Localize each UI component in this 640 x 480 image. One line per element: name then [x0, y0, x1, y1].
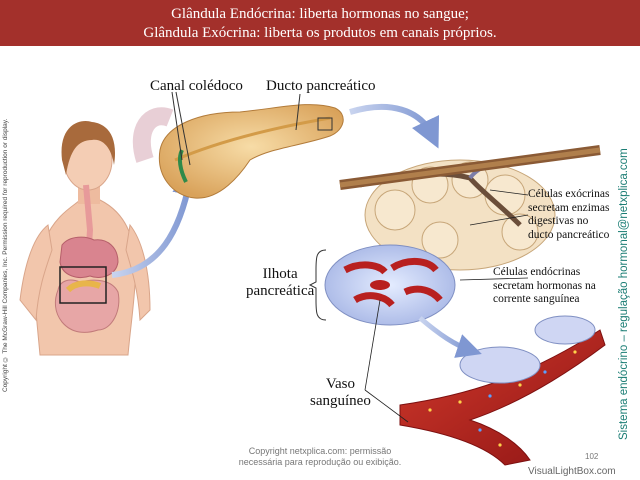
label-celulas-exocrinas-line-2: secretam enzimas [528, 201, 610, 214]
label-ilhota-line-1: Ilhota [262, 266, 298, 282]
human-figure-illustration [19, 120, 151, 356]
label-celulas-endocrinas-line-3: corrente sanguínea [493, 293, 580, 305]
title-line-2: Glândula Exócrina: liberta os produtos e… [143, 25, 497, 41]
label-canal-coledoco: Canal colédoco [150, 78, 243, 94]
footer-line-2: necessária para reprodução ou exibição. [238, 457, 402, 467]
footer-line-1: Copyright netxplica.com: permissão [248, 446, 392, 456]
blood-vessel-illustration [399, 315, 606, 466]
pancreas-illustration [158, 91, 344, 199]
islet-bracket [308, 249, 327, 321]
acinar-tissue-illustration [339, 145, 601, 271]
pancreas-to-detail-arrow [349, 103, 440, 149]
label-vaso-sanguineo: Vaso sanguíneo [310, 376, 371, 410]
label-celulas-exocrinas-line-3: digestivas no [528, 215, 589, 227]
label-ducto-pancreatico: Ducto pancreático [266, 78, 376, 94]
title-line-1: Glândula Endócrina: liberta hormonas no … [171, 6, 469, 22]
title-banner: Glândula Endócrina: liberta hormonas no … [0, 0, 640, 46]
footer-copyright: Copyright netxplica.com: permissão neces… [210, 446, 430, 468]
label-celulas-endocrinas: Células endócrinas secretam hormonas na … [493, 266, 596, 307]
watermark: VisualLightBox.com [528, 466, 616, 477]
label-ilhota-line-2: pancreática [246, 283, 315, 299]
side-credit-text: Sistema endócrino – regulação hormonal@n… [618, 148, 630, 440]
label-celulas-exocrinas-line-4: ducto pancreático [528, 228, 610, 241]
label-celulas-exocrinas: Células exócrinas secretam enzimas diges… [528, 188, 609, 242]
label-celulas-endocrinas-line-1: Células endócrinas [493, 266, 581, 278]
pancreatic-islet-illustration [324, 244, 456, 326]
islet-to-vessel-arrow [418, 316, 482, 358]
label-celulas-exocrinas-line-1: Células exócrinas [528, 188, 610, 200]
label-vaso-line-1: Vaso [325, 376, 355, 392]
leader-lines [364, 189, 529, 423]
page-number: 102 [585, 452, 599, 461]
label-vaso-line-2: sanguíneo [310, 393, 371, 409]
duodenum-illustration [132, 107, 174, 163]
label-ilhota-pancreatica: Ilhota pancreática [246, 266, 314, 300]
copyright-vertical-text: Copyright © The McGraw-Hill Companies, I… [2, 118, 9, 392]
label-celulas-endocrinas-line-2: secretam hormonas na [493, 279, 596, 292]
